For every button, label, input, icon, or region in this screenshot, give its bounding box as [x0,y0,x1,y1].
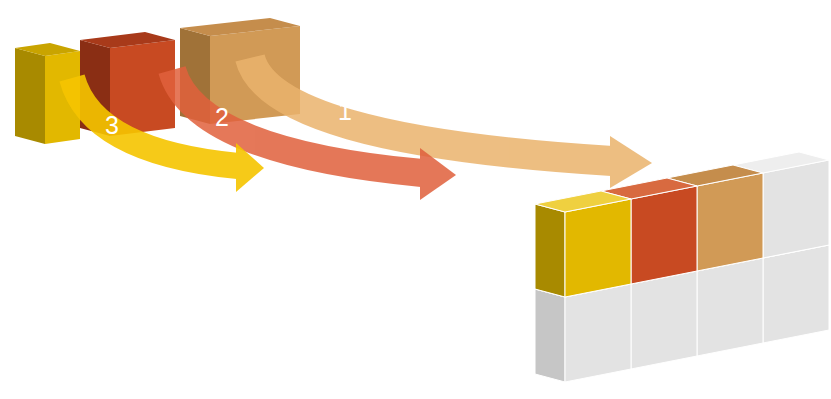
callout-number: 3 [105,113,119,138]
arrow-head [420,148,456,200]
callout-number: 2 [215,105,229,130]
wall [535,152,829,382]
block-face [15,43,80,56]
block-face [15,48,45,144]
arrow-head [610,136,652,188]
block-face [180,18,300,36]
yellow-block [535,191,631,297]
callout-number: 1 [338,99,352,124]
arrow-head [236,143,264,192]
arrow-body [72,78,238,166]
move-arrow [72,78,264,192]
move-arrow [172,70,456,200]
block-face [80,32,175,48]
